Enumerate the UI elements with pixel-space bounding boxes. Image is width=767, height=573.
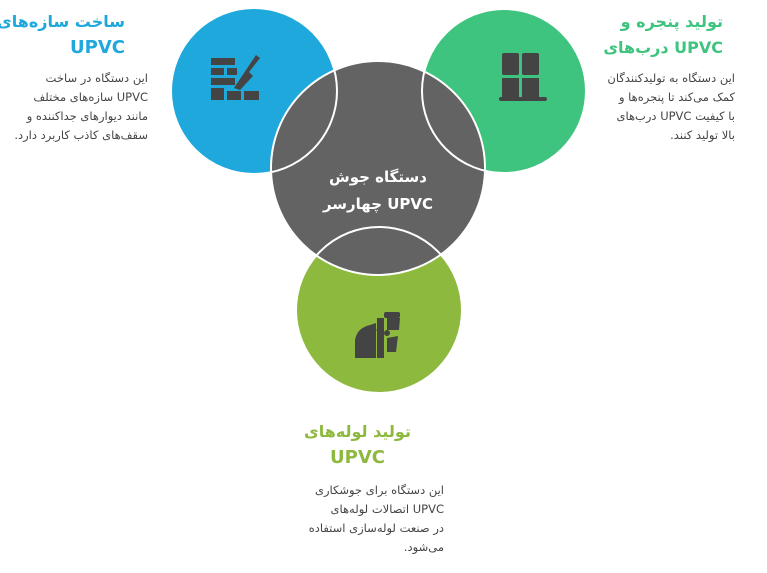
pipe-fitting-icon <box>355 312 400 358</box>
pipes-title: تولید لوله‌های UPVC <box>300 419 415 471</box>
windows-description-line: این دستگاه به تولیدکنندگان <box>607 71 735 85</box>
windows-title-line: UPVC درب‌های <box>603 38 723 57</box>
structures-title-line: UPVC <box>70 37 125 58</box>
windows-description: این دستگاه به تولیدکنندگان کمک می‌کند تا… <box>607 69 735 145</box>
structures-description-line: این دستگاه در ساخت <box>45 71 148 85</box>
windows-description-line: کمک می‌کند تا پنجره‌ها و <box>618 90 735 104</box>
circle-outlines <box>170 7 587 394</box>
structures-description: این دستگاه در ساخت UPVC سازه‌های مختلف م… <box>14 69 148 145</box>
brick-wall-trowel-icon <box>211 55 260 100</box>
pipes-title-line: تولید لوله‌های <box>304 422 411 441</box>
windows-title-line: تولید پنجره و <box>620 12 723 31</box>
pipes-circle <box>296 227 462 393</box>
pipes-description: این دستگاه برای جوشکاری UPVC اتصالات لول… <box>309 481 444 557</box>
pipes-description-line: در صنعت لوله‌سازی استفاده <box>308 521 444 535</box>
pipes-description-line: این دستگاه برای جوشکاری <box>314 483 444 497</box>
structures-title-line: ساخت سازه‌های <box>0 12 125 31</box>
center-title: دستگاه جوش UPVC چهارسر <box>298 164 458 218</box>
windows-description-line: بالا تولید کنند. <box>670 128 735 142</box>
windows-title: تولید پنجره و UPVC درب‌های <box>603 9 723 61</box>
structures-description-line: سقف‌های کاذب کاربرد دارد. <box>14 128 148 142</box>
center-title-line: دستگاه جوش <box>329 168 427 186</box>
structures-description-line: مانند دیوارهای جداکننده و <box>26 109 148 123</box>
pipes-description-line: UPVC اتصالات لوله‌های <box>330 502 444 516</box>
center-circle <box>271 61 485 275</box>
structures-title: ساخت سازه‌های UPVC <box>0 9 125 61</box>
structures-description-line: UPVC سازه‌های مختلف <box>33 90 148 104</box>
pipes-title-line: UPVC <box>330 447 385 468</box>
window-icon <box>499 53 547 101</box>
windows-description-line: با کیفیت UPVC درب‌های <box>616 109 735 123</box>
pipes-description-line: می‌شود. <box>403 540 444 554</box>
center-title-line: UPVC چهارسر <box>322 195 434 213</box>
